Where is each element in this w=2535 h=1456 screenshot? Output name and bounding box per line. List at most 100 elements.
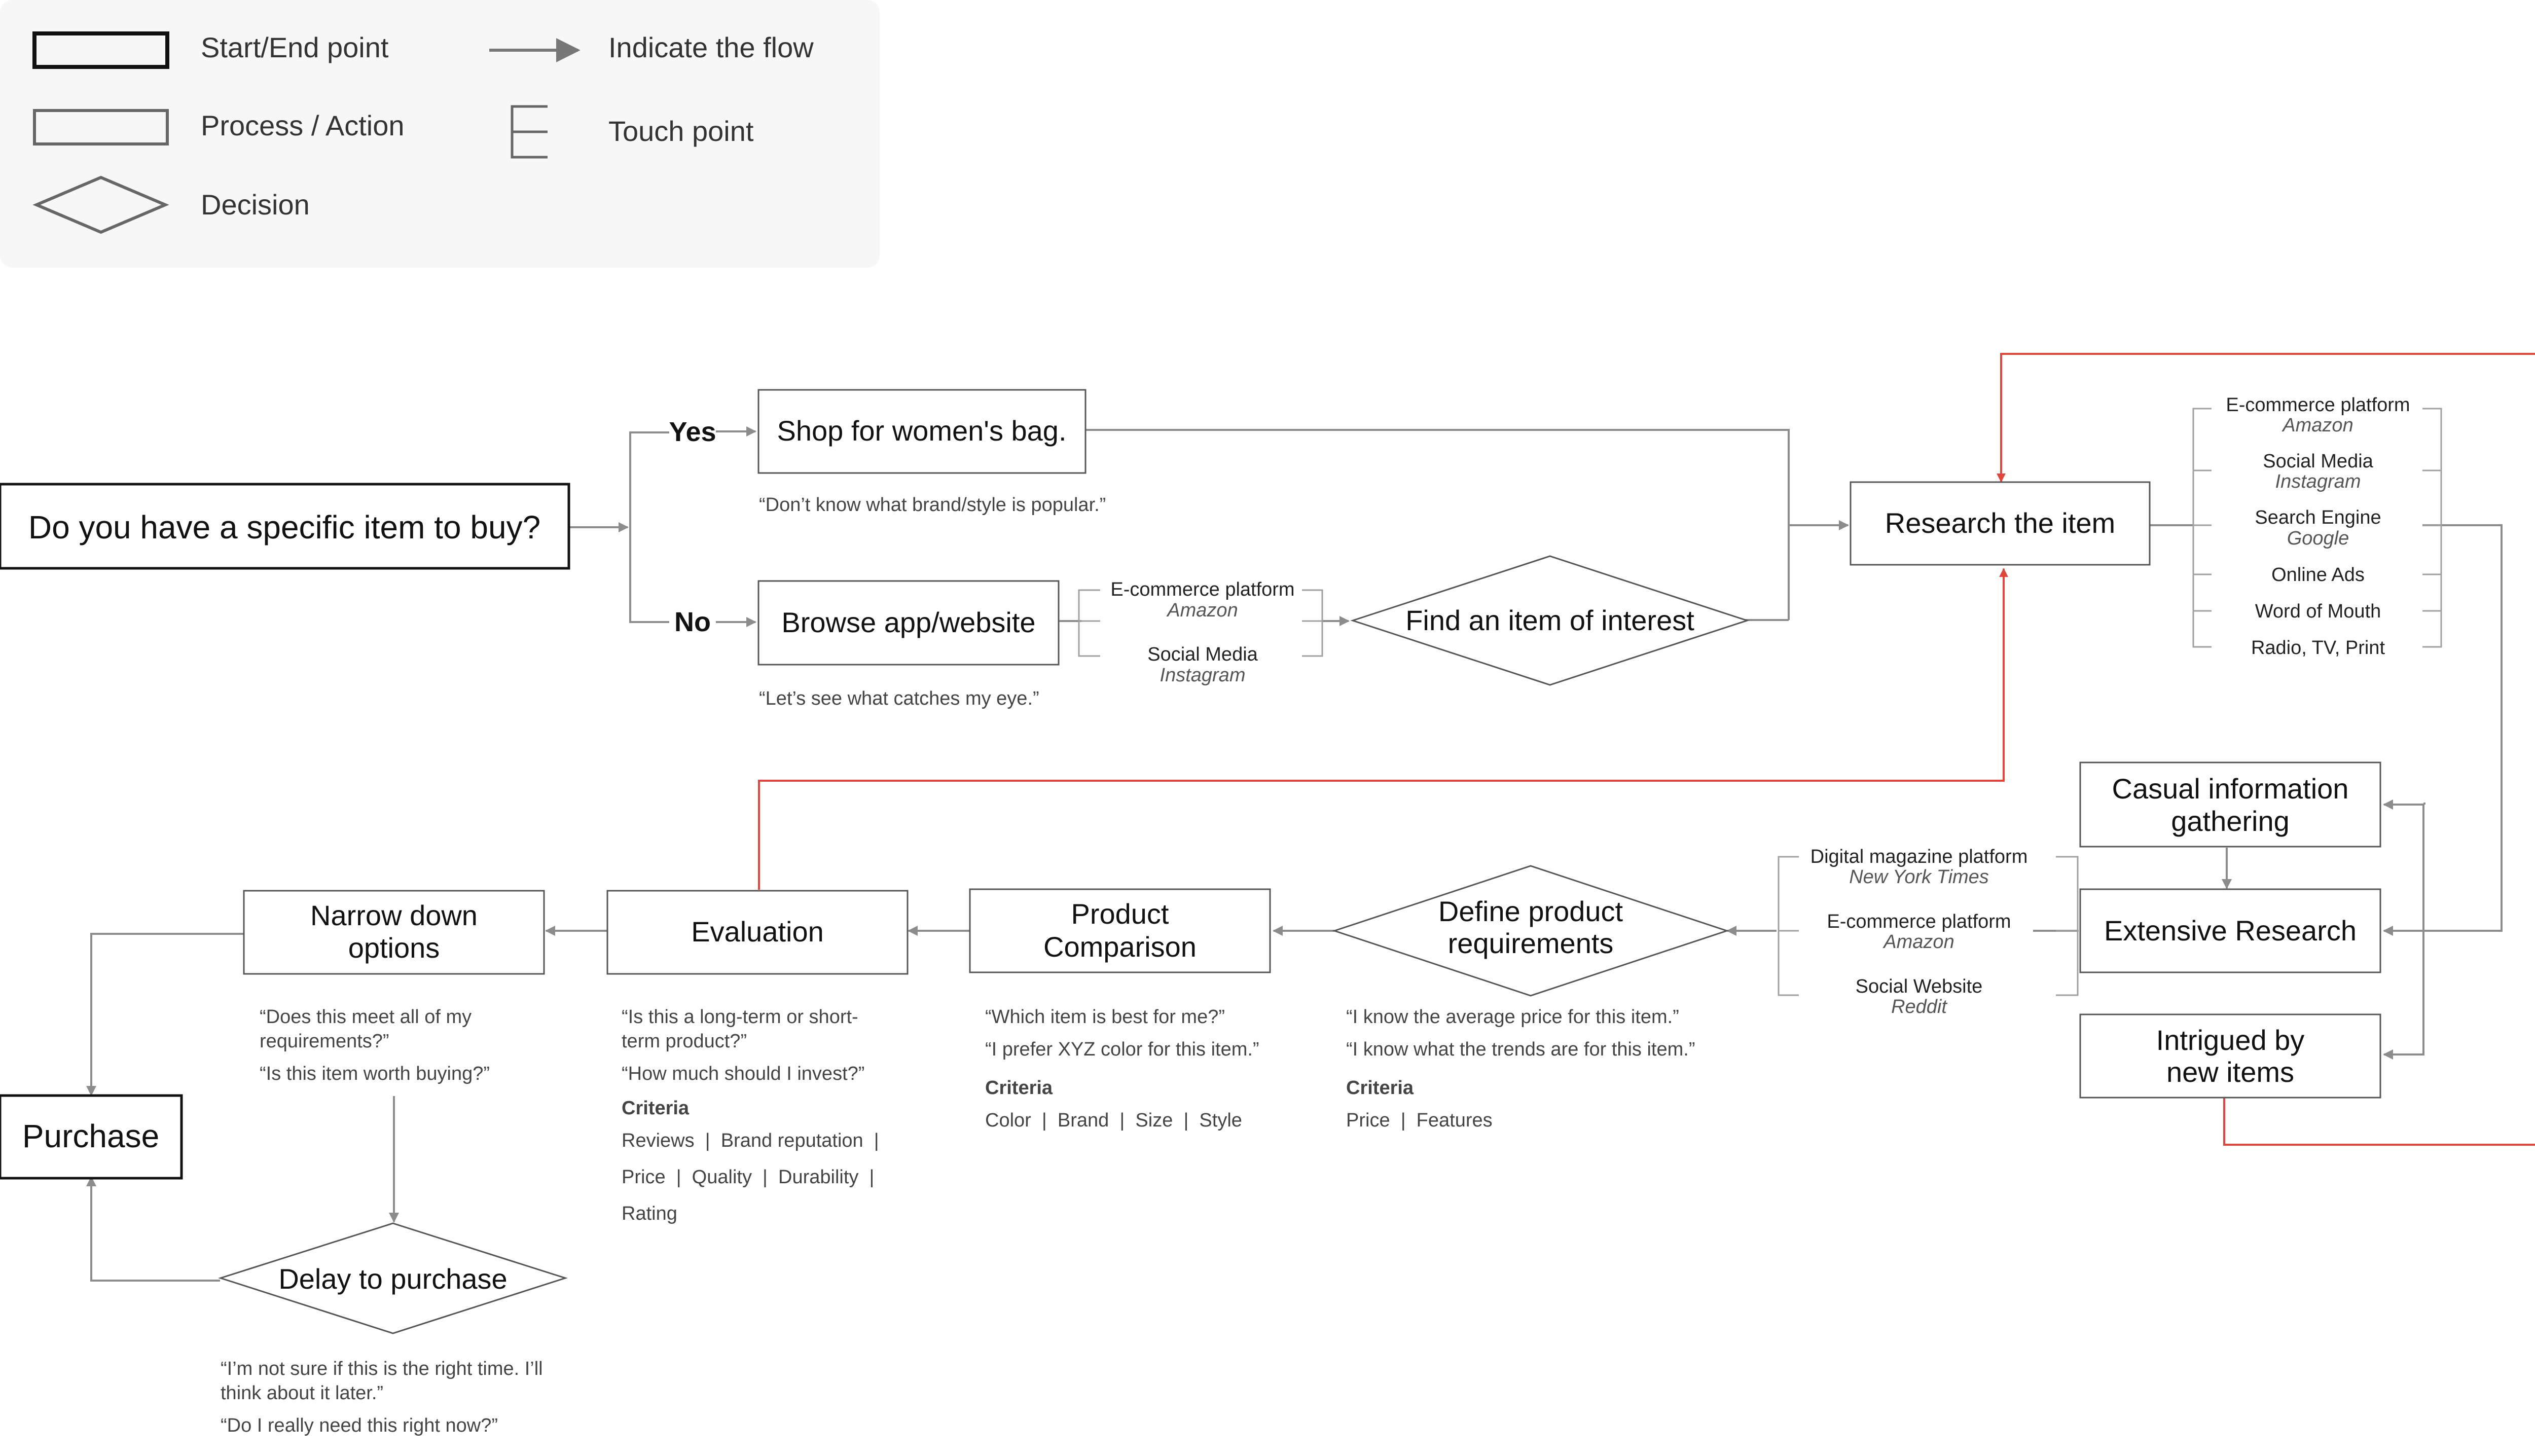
quote: think about it later.” [221, 1382, 383, 1404]
node-label: Do you have a specific item to buy? [28, 509, 540, 545]
quote: “Does this meet all of my [260, 1006, 472, 1028]
node-define-requirements[interactable]: Define product requirements [1332, 865, 1729, 997]
touchpoint-example: Instagram [2275, 471, 2361, 492]
node-label: Delay to purchase [278, 1263, 507, 1295]
narrow-notes: “Does this meet all of my requirements?”… [260, 1006, 490, 1084]
loop-intrigued-to-research [1997, 353, 2535, 1146]
node-label: Narrow down [310, 899, 478, 931]
define-notes: “I know the average price for this item.… [1346, 1006, 1695, 1131]
criteria-list: Rating [622, 1203, 677, 1224]
touchpoint-example: Amazon [1166, 600, 1238, 621]
touchpoint-example: New York Times [1849, 866, 1989, 888]
legend: Start/End point Process / Action Decisio… [0, 0, 880, 268]
no-label: No [674, 607, 711, 637]
node-label: requirements [1448, 927, 1614, 959]
legend-process-label: Process / Action [201, 110, 405, 141]
evaluation-notes: “Is this a long-term or short- term prod… [622, 1006, 879, 1224]
touchpoint-name: Social Media [2263, 451, 2373, 472]
node-delay-purchase[interactable]: Delay to purchase [218, 1222, 568, 1334]
quote: “Do I really need this right now?” [221, 1415, 498, 1436]
node-label: Define product [1438, 895, 1623, 927]
criteria-label: Criteria [985, 1077, 1053, 1099]
node-product-comparison[interactable]: Product Comparison [969, 888, 1271, 973]
loop-evaluation-to-research [758, 568, 2008, 890]
criteria-list: Color | Brand | Size | Style [985, 1110, 1242, 1131]
quote: “Is this item worth buying?” [260, 1063, 490, 1084]
node-label: Casual information [2112, 773, 2349, 805]
touchpoint-name: Online Ads [2271, 564, 2365, 586]
research-touchpoints: E-commerce platform Amazon Social Media … [2226, 394, 2410, 659]
touchpoint-name: Social Media [1147, 644, 1258, 665]
node-research-item[interactable]: Research the item [1850, 481, 2151, 566]
legend-decision-shape [32, 175, 169, 234]
quote: “Which item is best for me?” [985, 1006, 1225, 1028]
quote: “I prefer XYZ color for this item.” [985, 1039, 1259, 1060]
legend-panel [0, 0, 880, 268]
yes-label: Yes [669, 417, 716, 447]
node-find-item-decision[interactable]: Find an item of interest [1350, 555, 1750, 686]
legend-start-end-shape [32, 31, 169, 69]
extensive-touchpoints: Digital magazine platform New York Times… [1810, 846, 2028, 1017]
shop-bag-quote: “Don’t know what brand/style is popular.… [759, 494, 1106, 516]
node-extensive-research[interactable]: Extensive Research [2079, 888, 2381, 973]
node-label: Evaluation [691, 916, 824, 948]
quote: “Is this a long-term or short- [622, 1006, 858, 1028]
node-label: Find an item of interest [1405, 604, 1694, 636]
criteria-label: Criteria [622, 1098, 690, 1119]
node-label: Research the item [1885, 507, 2115, 539]
legend-process-shape [33, 109, 169, 145]
criteria-list: Price | Features [1346, 1110, 1493, 1131]
node-label: Browse app/website [781, 606, 1035, 638]
touchpoint-name: Social Website [1856, 976, 1983, 997]
legend-start-end-label: Start/End point [201, 31, 389, 63]
feedback-loops [758, 353, 2535, 1146]
node-label: Intrigued by [2156, 1024, 2305, 1056]
delay-notes: “I’m not sure if this is the right time.… [221, 1358, 543, 1436]
criteria-list: Reviews | Brand reputation | [622, 1130, 879, 1151]
node-evaluation[interactable]: Evaluation [606, 890, 909, 975]
touchpoint-brackets [1078, 408, 2442, 996]
touchpoint-example: Instagram [1160, 665, 1246, 686]
node-specific-item-decision[interactable]: Do you have a specific item to buy? [0, 483, 570, 570]
node-shop-for-bag[interactable]: Shop for women's bag. [757, 389, 1087, 474]
node-label: Extensive Research [2104, 915, 2357, 947]
criteria-label: Criteria [1346, 1077, 1414, 1099]
quote: “I know what the trends are for this ite… [1346, 1039, 1695, 1060]
flow-connectors [86, 426, 2503, 1282]
criteria-list: Price | Quality | Durability | [622, 1167, 874, 1188]
node-label: Comparison [1043, 931, 1197, 963]
touchpoint-name: E-commerce platform [1110, 579, 1294, 600]
quote: “I know the average price for this item.… [1346, 1006, 1679, 1028]
touchpoint-name: Digital magazine platform [1810, 846, 2028, 867]
legend-flow-label: Indicate the flow [608, 31, 814, 63]
node-casual-gathering[interactable]: Casual information gathering [2079, 761, 2381, 848]
node-label: Shop for women's bag. [777, 415, 1066, 447]
touchpoint-name: E-commerce platform [1827, 911, 2011, 932]
quote: requirements?” [260, 1031, 389, 1052]
quote: term product?” [622, 1031, 747, 1052]
node-label: Product [1071, 898, 1169, 930]
touchpoint-name: Radio, TV, Print [2251, 637, 2385, 659]
legend-touchpoint-bracket [511, 105, 548, 159]
comparison-notes: “Which item is best for me?” “I prefer X… [985, 1006, 1259, 1131]
node-purchase[interactable]: Purchase [0, 1094, 183, 1180]
node-label: options [348, 932, 440, 964]
touchpoint-example: Reddit [1891, 996, 1947, 1017]
browse-touchpoints: E-commerce platform Amazon Social Media … [1110, 579, 1294, 686]
node-intrigued-new-items[interactable]: Intrigued by new items [2079, 1013, 2381, 1099]
touchpoint-example: Google [2287, 528, 2349, 549]
touchpoint-example: Amazon [2282, 415, 2353, 436]
quote: “I’m not sure if this is the right time.… [221, 1358, 543, 1379]
touchpoint-name: Search Engine [2255, 507, 2381, 528]
node-label: new items [2166, 1056, 2294, 1088]
node-narrow-options[interactable]: Narrow down options [243, 890, 545, 975]
node-label: Purchase [22, 1118, 159, 1154]
node-browse-app[interactable]: Browse app/website [757, 580, 1060, 666]
touchpoint-name: E-commerce platform [2226, 394, 2410, 416]
legend-touchpoint-label: Touch point [608, 115, 754, 147]
quote: “How much should I invest?” [622, 1063, 864, 1084]
touchpoint-name: Word of Mouth [2255, 601, 2381, 622]
legend-decision-label: Decision [201, 189, 310, 221]
node-label: gathering [2171, 805, 2290, 837]
